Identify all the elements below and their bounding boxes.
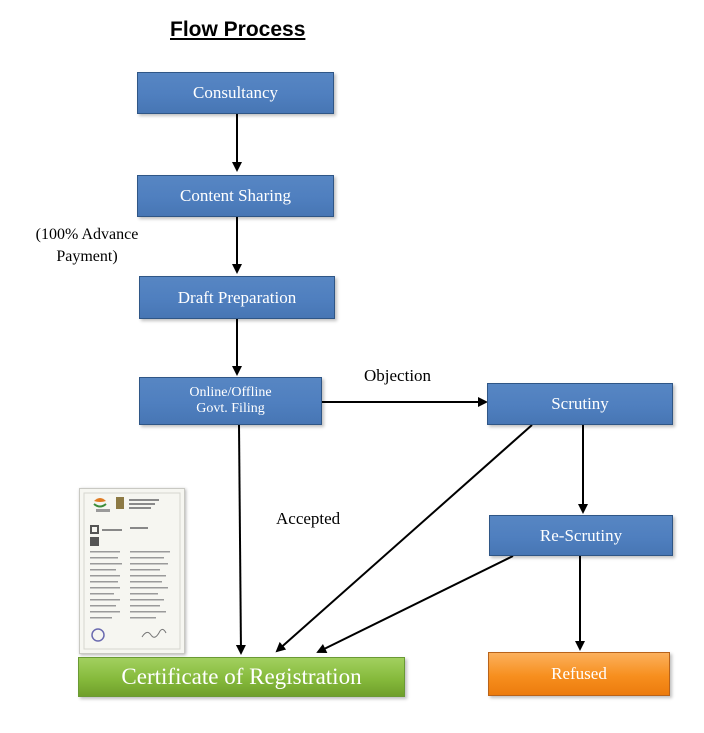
certificate-thumbnail bbox=[79, 488, 185, 654]
govt-filing-line1: Online/Offline bbox=[189, 384, 272, 400]
advance-note-line2: Payment) bbox=[56, 247, 118, 265]
refused-label: Refused bbox=[551, 664, 607, 684]
diagram-title: Flow Process bbox=[170, 18, 306, 41]
certificate-illustration bbox=[83, 492, 181, 650]
refused-box: Refused bbox=[488, 652, 670, 696]
arrow-rescrutiny-to-certificate bbox=[316, 555, 514, 653]
govt-filing-box: Online/Offline Govt. Filing bbox=[139, 377, 322, 425]
accepted-label: Accepted bbox=[276, 509, 341, 528]
scrutiny-box: Scrutiny bbox=[487, 383, 673, 425]
re-scrutiny-box: Re-Scrutiny bbox=[489, 515, 673, 556]
logo-swoosh-icon bbox=[94, 498, 106, 502]
draft-preparation-label: Draft Preparation bbox=[177, 287, 297, 307]
advance-note-line1: (100% Advance bbox=[35, 226, 139, 243]
signature-icon bbox=[141, 628, 167, 638]
draft-preparation-box: Draft Preparation bbox=[139, 276, 335, 319]
govt-filing-line2: Govt. Filing bbox=[196, 401, 265, 416]
scrutiny-label: Scrutiny bbox=[551, 394, 609, 414]
consultancy-box: Consultancy bbox=[137, 72, 334, 114]
content-sharing-box: Content Sharing bbox=[137, 175, 334, 217]
emblem-icon bbox=[116, 497, 124, 509]
arrow-filing-to-certificate bbox=[235, 424, 246, 655]
content-sharing-label: Content Sharing bbox=[180, 186, 291, 206]
certificate-of-registration-box: Certificate of Registration bbox=[78, 657, 405, 697]
re-scrutiny-label: Re-Scrutiny bbox=[539, 525, 623, 545]
advance-payment-note: (100% Advance Payment) bbox=[22, 224, 152, 267]
certificate-of-registration-label: Certificate of Registration bbox=[121, 663, 362, 689]
objection-label: Objection bbox=[364, 366, 432, 385]
seal-icon bbox=[91, 628, 105, 642]
consultancy-label: Consultancy bbox=[193, 83, 278, 103]
arrow-scrutiny-to-certificate bbox=[275, 424, 533, 653]
